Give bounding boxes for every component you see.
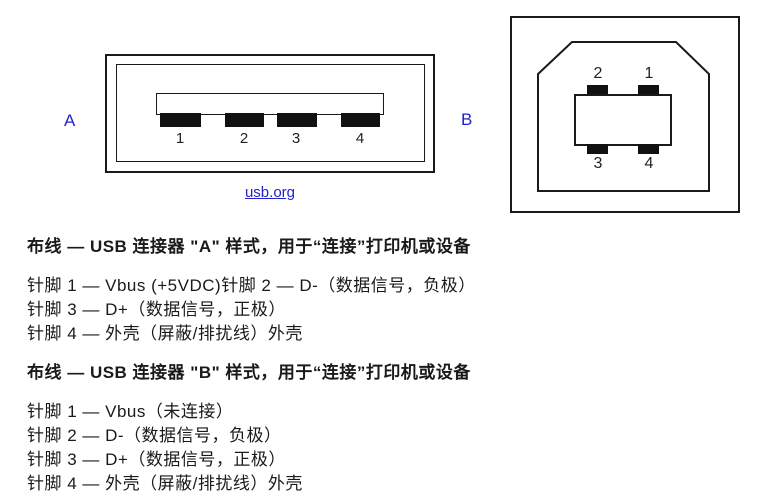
usb-org-link[interactable]: usb.org [244, 184, 296, 201]
usb-b-pin1-contact [638, 85, 659, 95]
usb-b-pin4-contact [638, 144, 659, 154]
section-b-heading: 布线 — USB 连接器 "B" 样式，用于“连接”打印机或设备 [27, 363, 471, 382]
usb-a-pin1-contact [160, 113, 201, 127]
usb-a-pin1-number: 1 [175, 130, 185, 147]
usb-a-pin2-number: 2 [239, 130, 249, 147]
usb-b-inner-shell-outline [537, 41, 710, 192]
usb-b-pin2-number: 2 [593, 65, 603, 82]
usb-a-tongue [156, 93, 384, 115]
usb-a-pin4-contact [341, 113, 380, 127]
usb-a-pin2-contact [225, 113, 264, 127]
section-a-heading: 布线 — USB 连接器 "A" 样式，用于“连接”打印机或设备 [27, 237, 471, 256]
usb-b-center-post [574, 94, 672, 146]
connector-a-label: A [64, 111, 76, 130]
pin-description-line: 针脚 1 — Vbus（未连接） [27, 402, 234, 421]
pin-description-line: 针脚 3 — D+（数据信号，正极） [27, 300, 286, 319]
pin-description-line: 针脚 4 — 外壳（屏蔽/排扰线）外壳 [27, 324, 303, 343]
pin-description-line: 针脚 1 — Vbus (+5VDC)针脚 2 — D-（数据信号，负极） [27, 276, 476, 295]
usb-b-pin3-number: 3 [593, 155, 603, 172]
wiring-section-a: 布线 — USB 连接器 "A" 样式，用于“连接”打印机或设备 针脚 1 — … [27, 236, 476, 346]
usb-b-pin1-number: 1 [644, 65, 654, 82]
connector-b-label: B [461, 110, 473, 129]
wiring-section-b: 布线 — USB 连接器 "B" 样式，用于“连接”打印机或设备 针脚 1 — … [27, 362, 471, 496]
usb-b-pin4-number: 4 [644, 155, 654, 172]
pin-description-line: 针脚 3 — D+（数据信号，正极） [27, 450, 286, 469]
usb-b-pin2-contact [587, 85, 608, 95]
usb-a-pin3-number: 3 [291, 130, 301, 147]
pin-description-line: 针脚 4 — 外壳（屏蔽/排扰线）外壳 [27, 474, 303, 493]
usb-a-pin3-contact [277, 113, 317, 127]
pin-description-line: 针脚 2 — D-（数据信号，负极） [27, 426, 282, 445]
usb-a-pin4-number: 4 [355, 130, 365, 147]
usb-b-pin3-contact [587, 144, 608, 154]
